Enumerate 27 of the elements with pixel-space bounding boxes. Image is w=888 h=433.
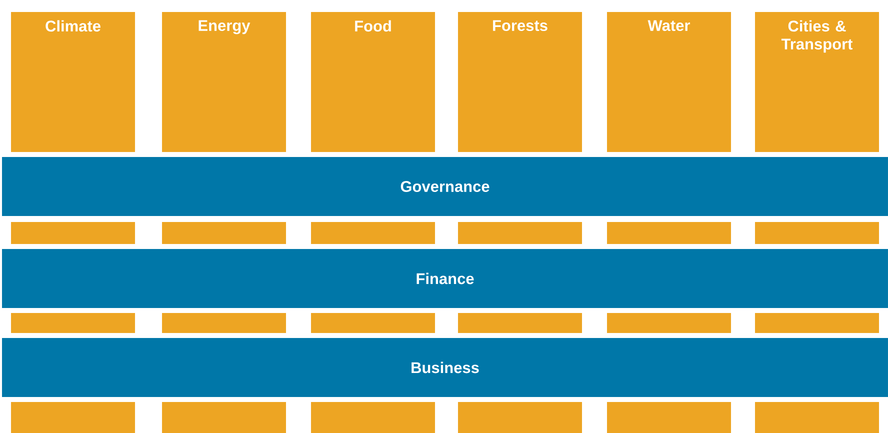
column-segment	[607, 313, 731, 333]
column-segment	[755, 313, 879, 333]
column-segment	[11, 222, 135, 244]
column-segment	[458, 313, 582, 333]
theme-band: Business	[2, 338, 888, 397]
column-segment	[311, 402, 435, 433]
theme-band: Finance	[2, 249, 888, 308]
column-segment	[607, 402, 731, 433]
column-segment	[458, 402, 582, 433]
column-segment	[311, 313, 435, 333]
column-segment	[11, 313, 135, 333]
topic-column: Climate	[11, 12, 135, 152]
topic-column: Forests	[458, 12, 582, 152]
theme-band: Governance	[2, 157, 888, 216]
column-segment	[607, 222, 731, 244]
column-segment	[755, 402, 879, 433]
column-segment	[311, 222, 435, 244]
column-segment	[11, 402, 135, 433]
topic-column: Water	[607, 12, 731, 152]
column-segment	[162, 402, 286, 433]
column-segment	[162, 222, 286, 244]
topic-column: Food	[311, 12, 435, 152]
topic-column: Energy	[162, 12, 286, 152]
column-segment	[162, 313, 286, 333]
topic-column: Cities & Transport	[755, 12, 879, 152]
column-segment	[458, 222, 582, 244]
column-segment	[755, 222, 879, 244]
